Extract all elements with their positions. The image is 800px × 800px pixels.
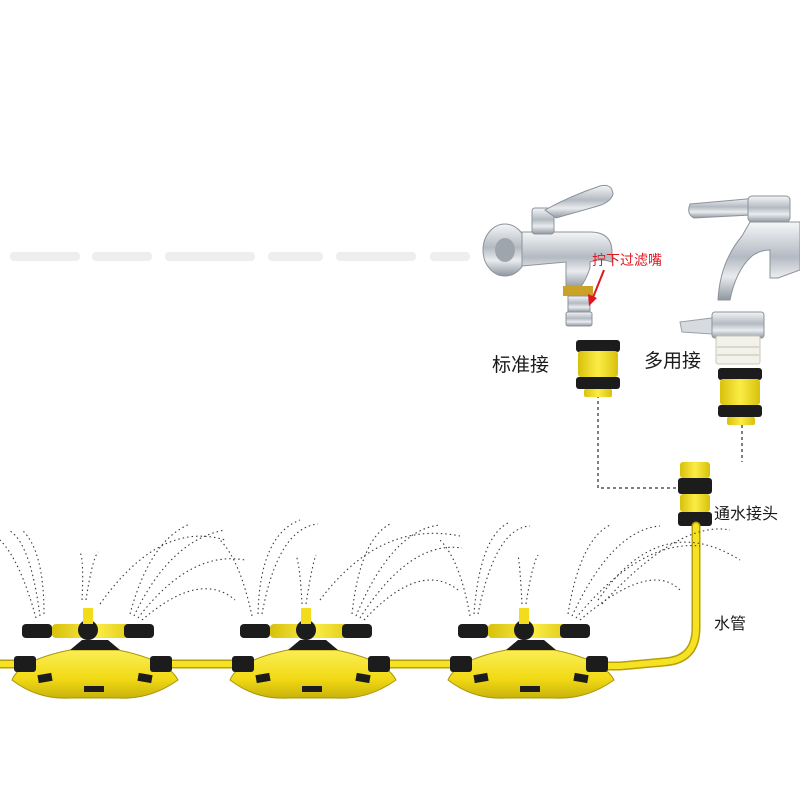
wide-faucet-icon [688,195,800,301]
multi-connector-label: 多用接 [644,350,702,372]
water-connector-icon [678,462,712,526]
water-pipe-label: 水管 [714,614,747,633]
water-connector-label: 通水接头 [714,504,779,523]
faint-background-strip [10,252,470,261]
water-hose [0,521,701,671]
quick-connector-icon [718,368,762,425]
sprinkler-icon [11,608,179,699]
standard-connector-label: 标准接 [492,354,550,376]
multi-adapter-icon [679,311,765,365]
standard-faucet-icon [482,184,614,327]
red-arrow-icon [588,269,605,306]
spray-pattern [0,519,741,621]
sprinkler-icon [229,608,397,699]
sprinkler-icon [447,608,615,699]
quick-connector-icon [576,340,620,397]
remove-filter-label: 拧下过滤嘴 [592,253,662,269]
